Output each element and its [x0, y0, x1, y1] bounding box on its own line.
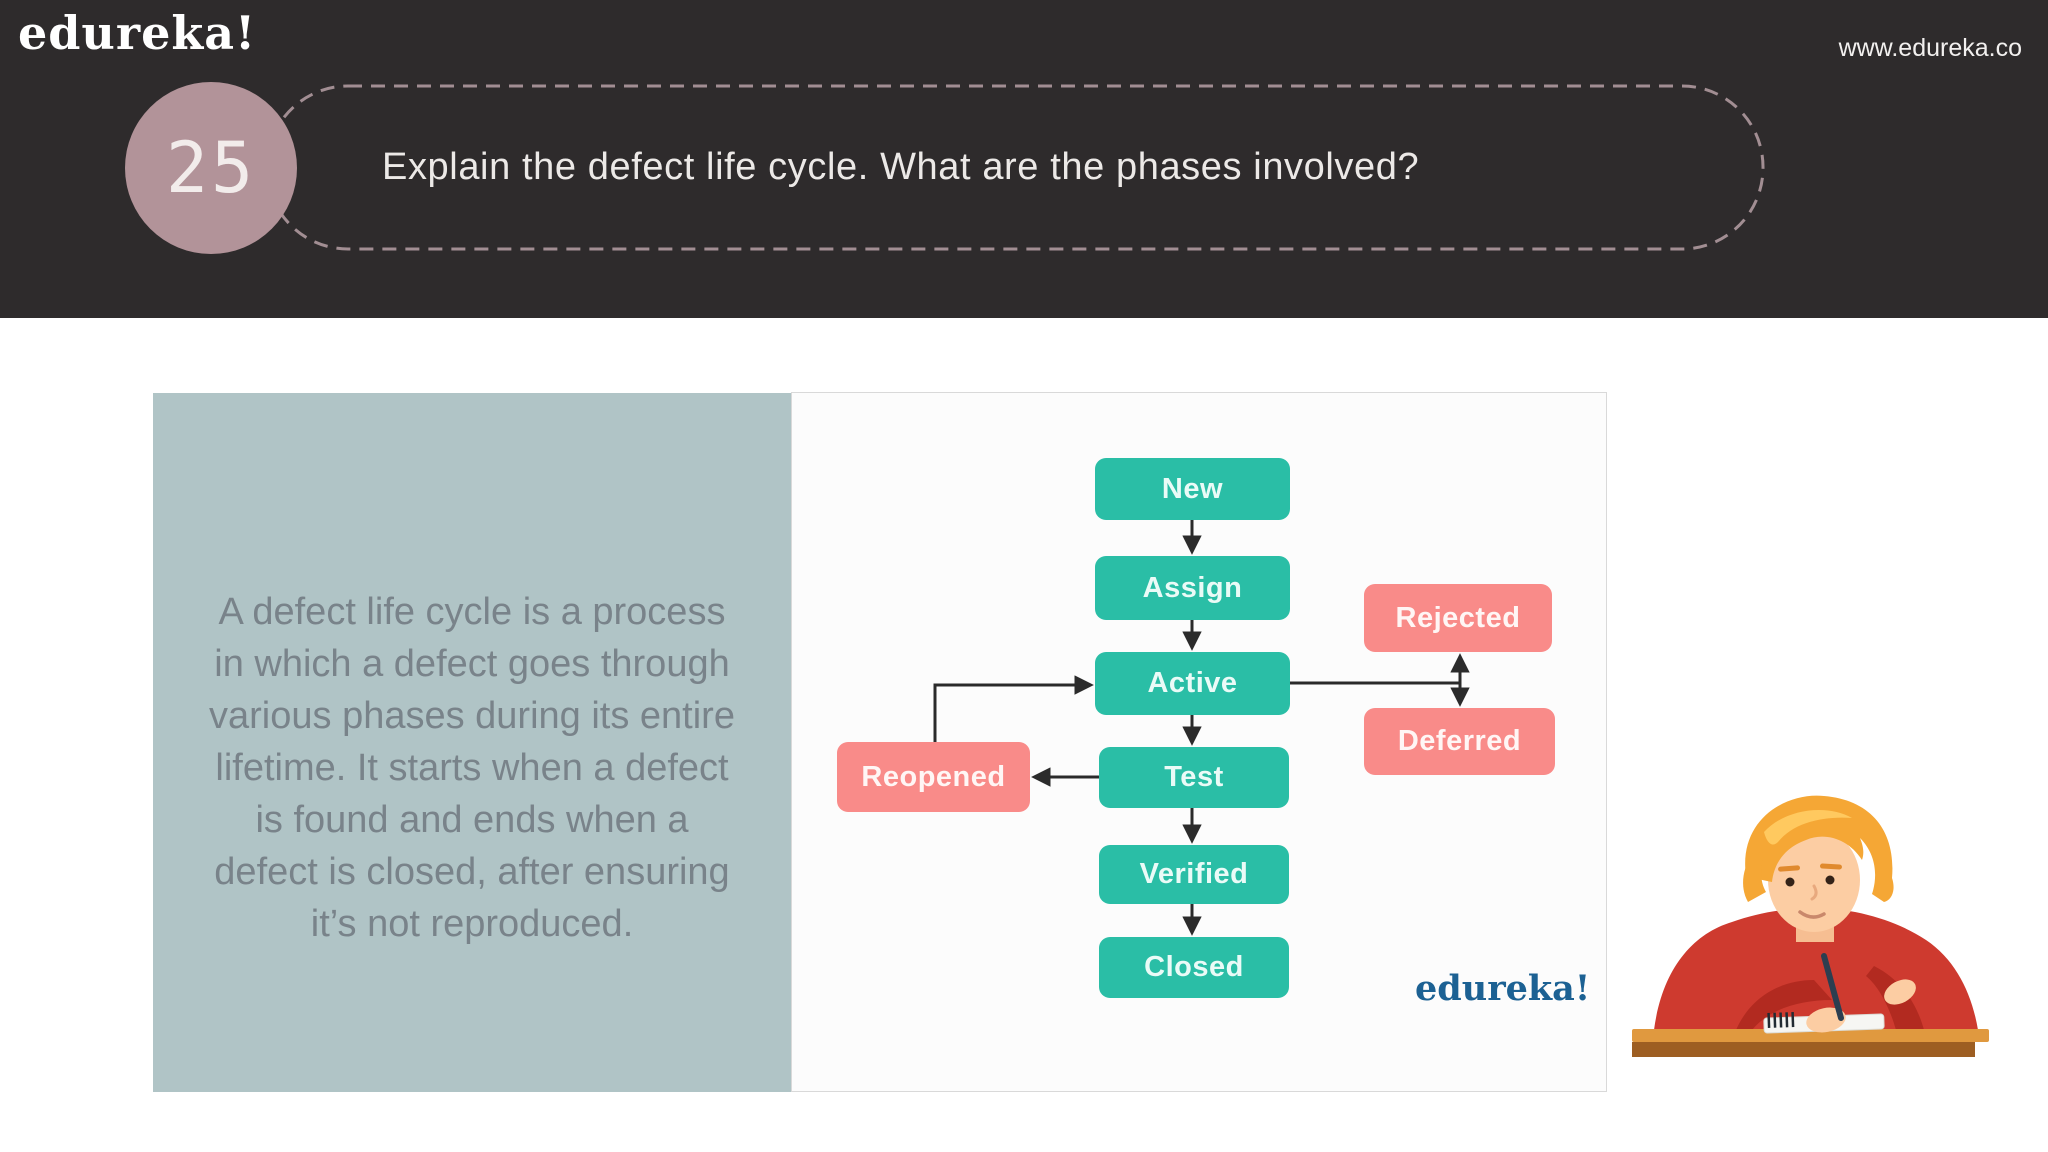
flow-node-verified-label: Verified: [1139, 858, 1249, 890]
flow-node-active: Active: [1095, 652, 1290, 715]
person-left-hand: [1806, 1007, 1846, 1033]
edureka-watermark: edureka!: [1415, 968, 1591, 1009]
description-text: A defect life cycle is a process in whic…: [209, 590, 735, 945]
flow-node-new-label: New: [1161, 472, 1224, 505]
flow-node-deferred-label: Deferred: [1397, 725, 1522, 757]
flow-node-test-label: Test: [1164, 761, 1224, 793]
flow-node-deferred: Deferred: [1364, 708, 1555, 775]
flow-node-rejected: Rejected: [1364, 584, 1552, 652]
flow-node-closed-label: Closed: [1144, 951, 1244, 983]
flow-node-reopened-label: Reopened: [861, 760, 1006, 793]
question-capsule: Explain the defect life cycle. What are …: [265, 84, 1765, 251]
person-face: [1768, 828, 1860, 932]
person-eyebrow-right: [1819, 863, 1842, 870]
desk-top: [1632, 1029, 1989, 1042]
desk-front: [1632, 1042, 1975, 1057]
flow-node-new: New: [1095, 458, 1290, 520]
flow-node-reopened: Reopened: [837, 742, 1030, 812]
question-number-circle: 25: [125, 82, 297, 254]
question-number: 25: [165, 127, 257, 209]
person-eye-left: [1785, 877, 1795, 887]
flow-node-verified: Verified: [1099, 845, 1289, 904]
person-eyebrow-left: [1778, 865, 1801, 872]
website-url: www.edureka.co: [1838, 34, 2022, 62]
person-sweater-shadow-left: [1736, 980, 1832, 1030]
capsule-dashed-border: [265, 84, 1765, 251]
question-text: Explain the defect life cycle. What are …: [382, 146, 1420, 188]
flow-node-rejected-label: Rejected: [1395, 601, 1521, 634]
student-illustration: [1632, 795, 1989, 1057]
flow-node-closed: Closed: [1099, 937, 1289, 998]
pen-icon: [1821, 953, 1844, 1021]
flowchart-panel: New Assign Active Test Verified Closed R…: [791, 392, 1607, 1092]
person-nose: [1810, 884, 1818, 901]
flow-node-test: Test: [1099, 747, 1289, 808]
person-hair-highlight: [1764, 809, 1852, 845]
person-hair-side-left: [1743, 852, 1766, 902]
header: edureka! www.edureka.co Explain the defe…: [0, 0, 2048, 318]
person-eye-right: [1825, 875, 1835, 885]
flow-node-active-label: Active: [1147, 667, 1238, 699]
flow-node-assign-label: Assign: [1142, 571, 1243, 604]
person-mouth: [1798, 910, 1826, 919]
edureka-logo: edureka!: [18, 6, 257, 60]
flow-node-assign: Assign: [1095, 556, 1290, 620]
person-right-hand: [1884, 979, 1916, 1005]
description-panel: A defect life cycle is a process in whic…: [153, 393, 791, 1092]
